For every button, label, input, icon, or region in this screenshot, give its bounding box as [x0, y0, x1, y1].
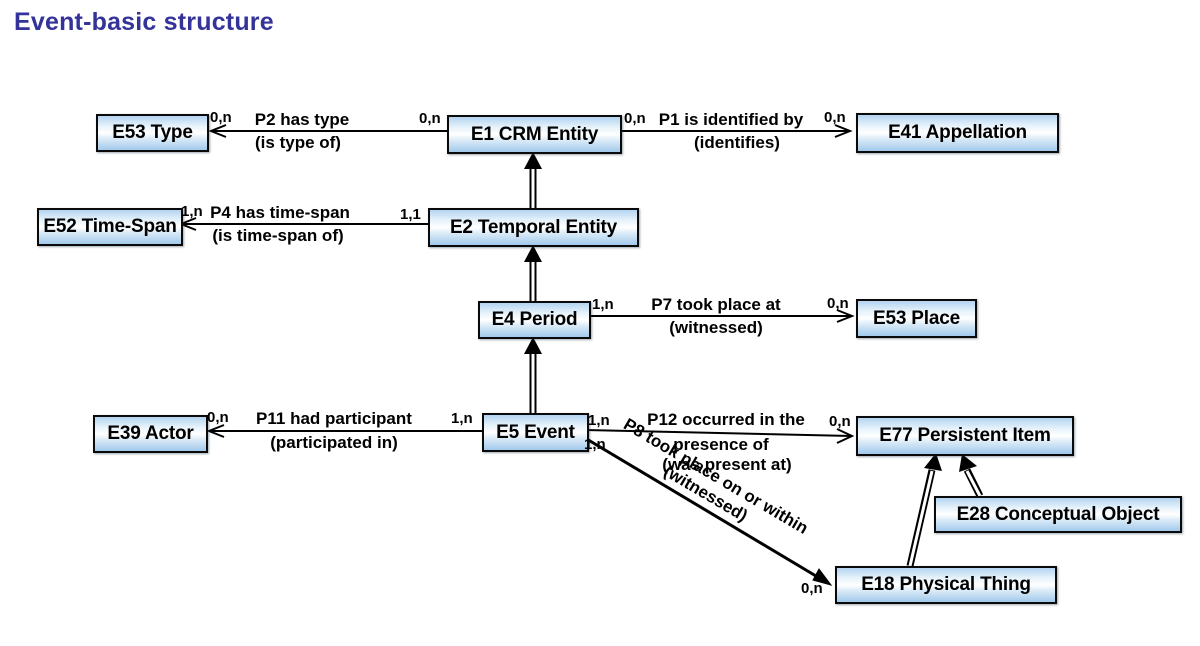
cardinality-p7-source: 1,n [592, 296, 614, 313]
node-e18-physical-thing: E18 Physical Thing [835, 566, 1057, 604]
label-p4-inverse: (is time-span of) [212, 226, 344, 245]
page-title: Event-basic structure [14, 8, 274, 36]
edge-p12-occurred-in-presence-of [584, 428, 855, 444]
node-e53-type: E53 Type [96, 114, 209, 152]
label-p11-name: P11 had participant [256, 409, 412, 428]
cardinality-p11-source: 1,n [451, 410, 473, 427]
cardinality-p4-source: 1,1 [400, 206, 421, 223]
cardinality-p2-target: 0,n [210, 109, 232, 126]
node-e41-appellation: E41 Appellation [856, 113, 1059, 153]
node-e1-crm-entity: E1 CRM Entity [447, 115, 622, 154]
node-e28-conceptual-object: E28 Conceptual Object [934, 496, 1182, 533]
node-e77-persistent-item: E77 Persistent Item [856, 416, 1074, 456]
label-p2-name: P2 has type [254, 110, 350, 129]
edge-p2-has-type [208, 124, 447, 138]
label-p2-inverse: (is type of) [255, 133, 341, 152]
node-e52-time-span: E52 Time-Span [37, 208, 183, 246]
cardinality-p12-target: 0,n [829, 413, 851, 430]
label-p1-inverse: (identifies) [694, 133, 780, 152]
edge-isa-e28-e77 [959, 454, 984, 498]
cardinality-p7-target: 0,n [827, 295, 849, 312]
cardinality-p8-source: 1,n [584, 436, 606, 453]
node-e39-actor: E39 Actor [93, 415, 208, 453]
edge-isa-e5-e4 [524, 337, 542, 413]
label-p12-name-1: P12 occurred in the [647, 410, 805, 429]
edge-p11-had-participant [206, 424, 482, 438]
edge-p1-is-identified-by [618, 124, 853, 138]
label-p12-inverse: (was present at) [662, 455, 792, 474]
label-p7-inverse: (witnessed) [669, 318, 763, 337]
cardinality-p2-source: 0,n [419, 110, 441, 127]
label-p11-inverse: (participated in) [270, 433, 398, 452]
edge-isa-e4-e2 [524, 245, 542, 301]
cardinality-p11-target: 0,n [207, 409, 229, 426]
node-e4-period: E4 Period [478, 301, 591, 339]
cardinality-p8-target: 0,n [801, 580, 823, 597]
cardinality-p12-source: 1,n [588, 412, 610, 429]
node-e2-temporal-entity: E2 Temporal Entity [428, 208, 639, 247]
edge-isa-e2-e1 [524, 152, 542, 208]
cardinality-p1-source: 0,n [624, 110, 646, 127]
label-p7-name: P7 took place at [651, 295, 781, 314]
cardinality-p1-target: 0,n [824, 109, 846, 126]
label-p12-name-2: presence of [673, 435, 769, 454]
label-p4-name: P4 has time-span [210, 203, 350, 222]
edge-p8-took-place-on-or-within [584, 436, 833, 586]
edge-isa-e18-e77 [906, 453, 942, 567]
node-e5-event: E5 Event [482, 413, 589, 452]
cardinality-p4-target: 1,n [181, 203, 203, 220]
edge-p7-took-place-at [587, 309, 855, 323]
label-p1-name: P1 is identified by [658, 110, 804, 129]
node-e53-place: E53 Place [856, 299, 977, 338]
